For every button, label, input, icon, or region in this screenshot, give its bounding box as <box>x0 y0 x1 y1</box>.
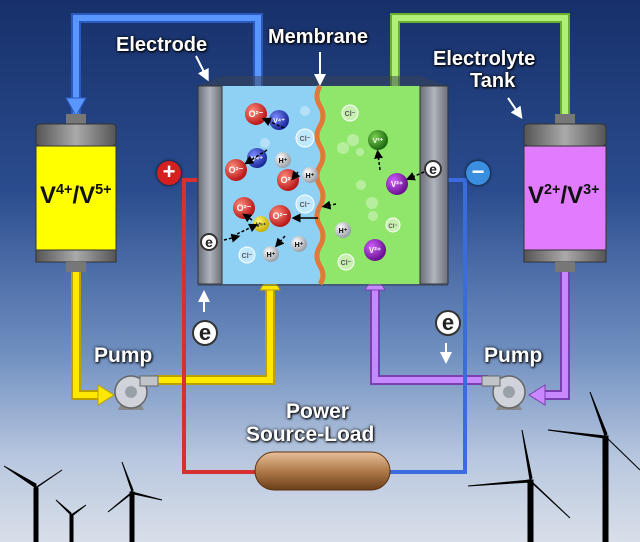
svg-text:H⁺: H⁺ <box>339 228 348 235</box>
ion-cl-1: Cl⁻ <box>295 128 315 148</box>
ion-cl-3: Cl⁻ <box>238 246 256 264</box>
pump-left-shape <box>114 375 159 410</box>
negative-terminal-icon: − <box>466 161 490 185</box>
turbine-left <box>3 465 63 542</box>
svg-text:O²⁻: O²⁻ <box>249 109 264 119</box>
svg-text:H⁺: H⁺ <box>306 173 315 180</box>
turbine-left-small <box>55 499 87 542</box>
pump-right-label: Pump <box>484 344 543 367</box>
svg-text:H⁺: H⁺ <box>279 158 288 165</box>
cell <box>197 76 449 286</box>
ion-v2-2: V²⁺ <box>364 239 386 261</box>
ion-h-4: H⁺ <box>263 246 279 262</box>
electrode-label: Electrode <box>116 34 208 56</box>
electrolyte-tank-label-line1: Electrolyte <box>433 48 536 70</box>
label-pointers <box>195 52 523 364</box>
wind-turbines <box>3 391 640 542</box>
tank-right-label: V2+/V3+ <box>528 182 600 209</box>
turbine-left-mid <box>107 461 163 542</box>
power-label-line2: Source-Load <box>246 423 375 446</box>
ion-h-3: H⁺ <box>291 236 307 252</box>
positive-terminal-icon: + <box>157 161 181 185</box>
pipe-bottom-purple <box>364 270 570 406</box>
ion-h-2: H⁺ <box>302 167 318 183</box>
svg-text:V⁵⁺: V⁵⁺ <box>256 222 266 229</box>
ion-cl-2: Cl⁻ <box>295 194 315 214</box>
tank-right-shape <box>523 114 607 272</box>
electrode-right <box>419 85 449 285</box>
ion-h-5: H⁺ <box>335 222 351 238</box>
membrane-shape <box>314 84 326 286</box>
svg-text:V²⁺: V²⁺ <box>391 180 403 189</box>
ion-o2-4: O²⁻ <box>233 197 255 219</box>
svg-text:Cl⁻: Cl⁻ <box>345 111 356 118</box>
ion-cl-4: Cl⁻ <box>341 104 359 122</box>
svg-text:O²⁻: O²⁻ <box>281 175 296 185</box>
electron-icon-cell-left: e <box>200 233 218 251</box>
ion-o2-1: O²⁻ <box>245 103 267 125</box>
svg-text:V⁴⁺: V⁴⁺ <box>251 156 263 163</box>
ion-h-1: H⁺ <box>275 152 291 168</box>
electrode-left <box>197 85 223 285</box>
svg-text:O²⁻: O²⁻ <box>273 211 288 221</box>
electron-icon-cell-right: e <box>424 160 442 178</box>
pipe-top-left <box>65 13 263 122</box>
pump-right-shape <box>481 375 526 410</box>
turbine-right-2 <box>547 391 640 542</box>
svg-text:V⁴⁺: V⁴⁺ <box>273 118 285 125</box>
ion-o2-3: O²⁻ <box>277 169 299 191</box>
svg-text:H⁺: H⁺ <box>295 242 304 249</box>
pipe-bottom-yellow <box>71 270 281 406</box>
power-source-load <box>254 451 391 491</box>
ion-cl-6: Cl⁻ <box>337 253 355 271</box>
svg-text:V²⁺: V²⁺ <box>369 246 381 255</box>
ion-v2-1: V²⁺ <box>386 173 408 195</box>
electron-icon-left: e <box>192 320 218 346</box>
ion-v4-2: V⁴⁺ <box>247 148 267 168</box>
svg-text:O²⁻: O²⁻ <box>229 165 244 175</box>
ion-v5-1: V⁵⁺ <box>253 216 269 232</box>
svg-text:O²⁻: O²⁻ <box>237 203 252 213</box>
electrolyte-tank-label-line2: Tank <box>470 70 516 92</box>
svg-text:Cl⁻: Cl⁻ <box>242 253 253 260</box>
ion-o2-2: O²⁻ <box>225 159 247 181</box>
ion-v3-1: V³⁺ <box>368 130 388 150</box>
svg-text:Cl⁻: Cl⁻ <box>300 136 311 143</box>
ion-v4-1: V⁴⁺ <box>269 110 289 130</box>
tank-left-label: V4+/V5+ <box>40 182 112 209</box>
svg-text:Cl⁻: Cl⁻ <box>300 202 311 209</box>
ions: O²⁻ V⁴⁺ Cl⁻ O²⁻ V⁴⁺ H⁺ O²⁻ H⁺ O²⁻ V⁵⁺ O²… <box>225 103 408 271</box>
ion-o2-5: O²⁻ <box>269 205 291 227</box>
svg-text:Cl⁻: Cl⁻ <box>341 260 352 267</box>
pump-left-label: Pump <box>94 344 153 367</box>
power-label-line1: Power <box>286 400 350 423</box>
turbine-right-1 <box>467 429 571 542</box>
svg-text:H⁺: H⁺ <box>267 252 276 259</box>
flow-arrows <box>223 117 425 248</box>
tank-left-shape <box>35 114 117 272</box>
electron-icon-right: e <box>435 310 461 336</box>
ion-cl-5: Cl⁻ <box>385 217 401 233</box>
membrane-label: Membrane <box>268 26 369 48</box>
svg-text:Cl⁻: Cl⁻ <box>388 224 397 230</box>
svg-text:V³⁺: V³⁺ <box>373 138 384 145</box>
